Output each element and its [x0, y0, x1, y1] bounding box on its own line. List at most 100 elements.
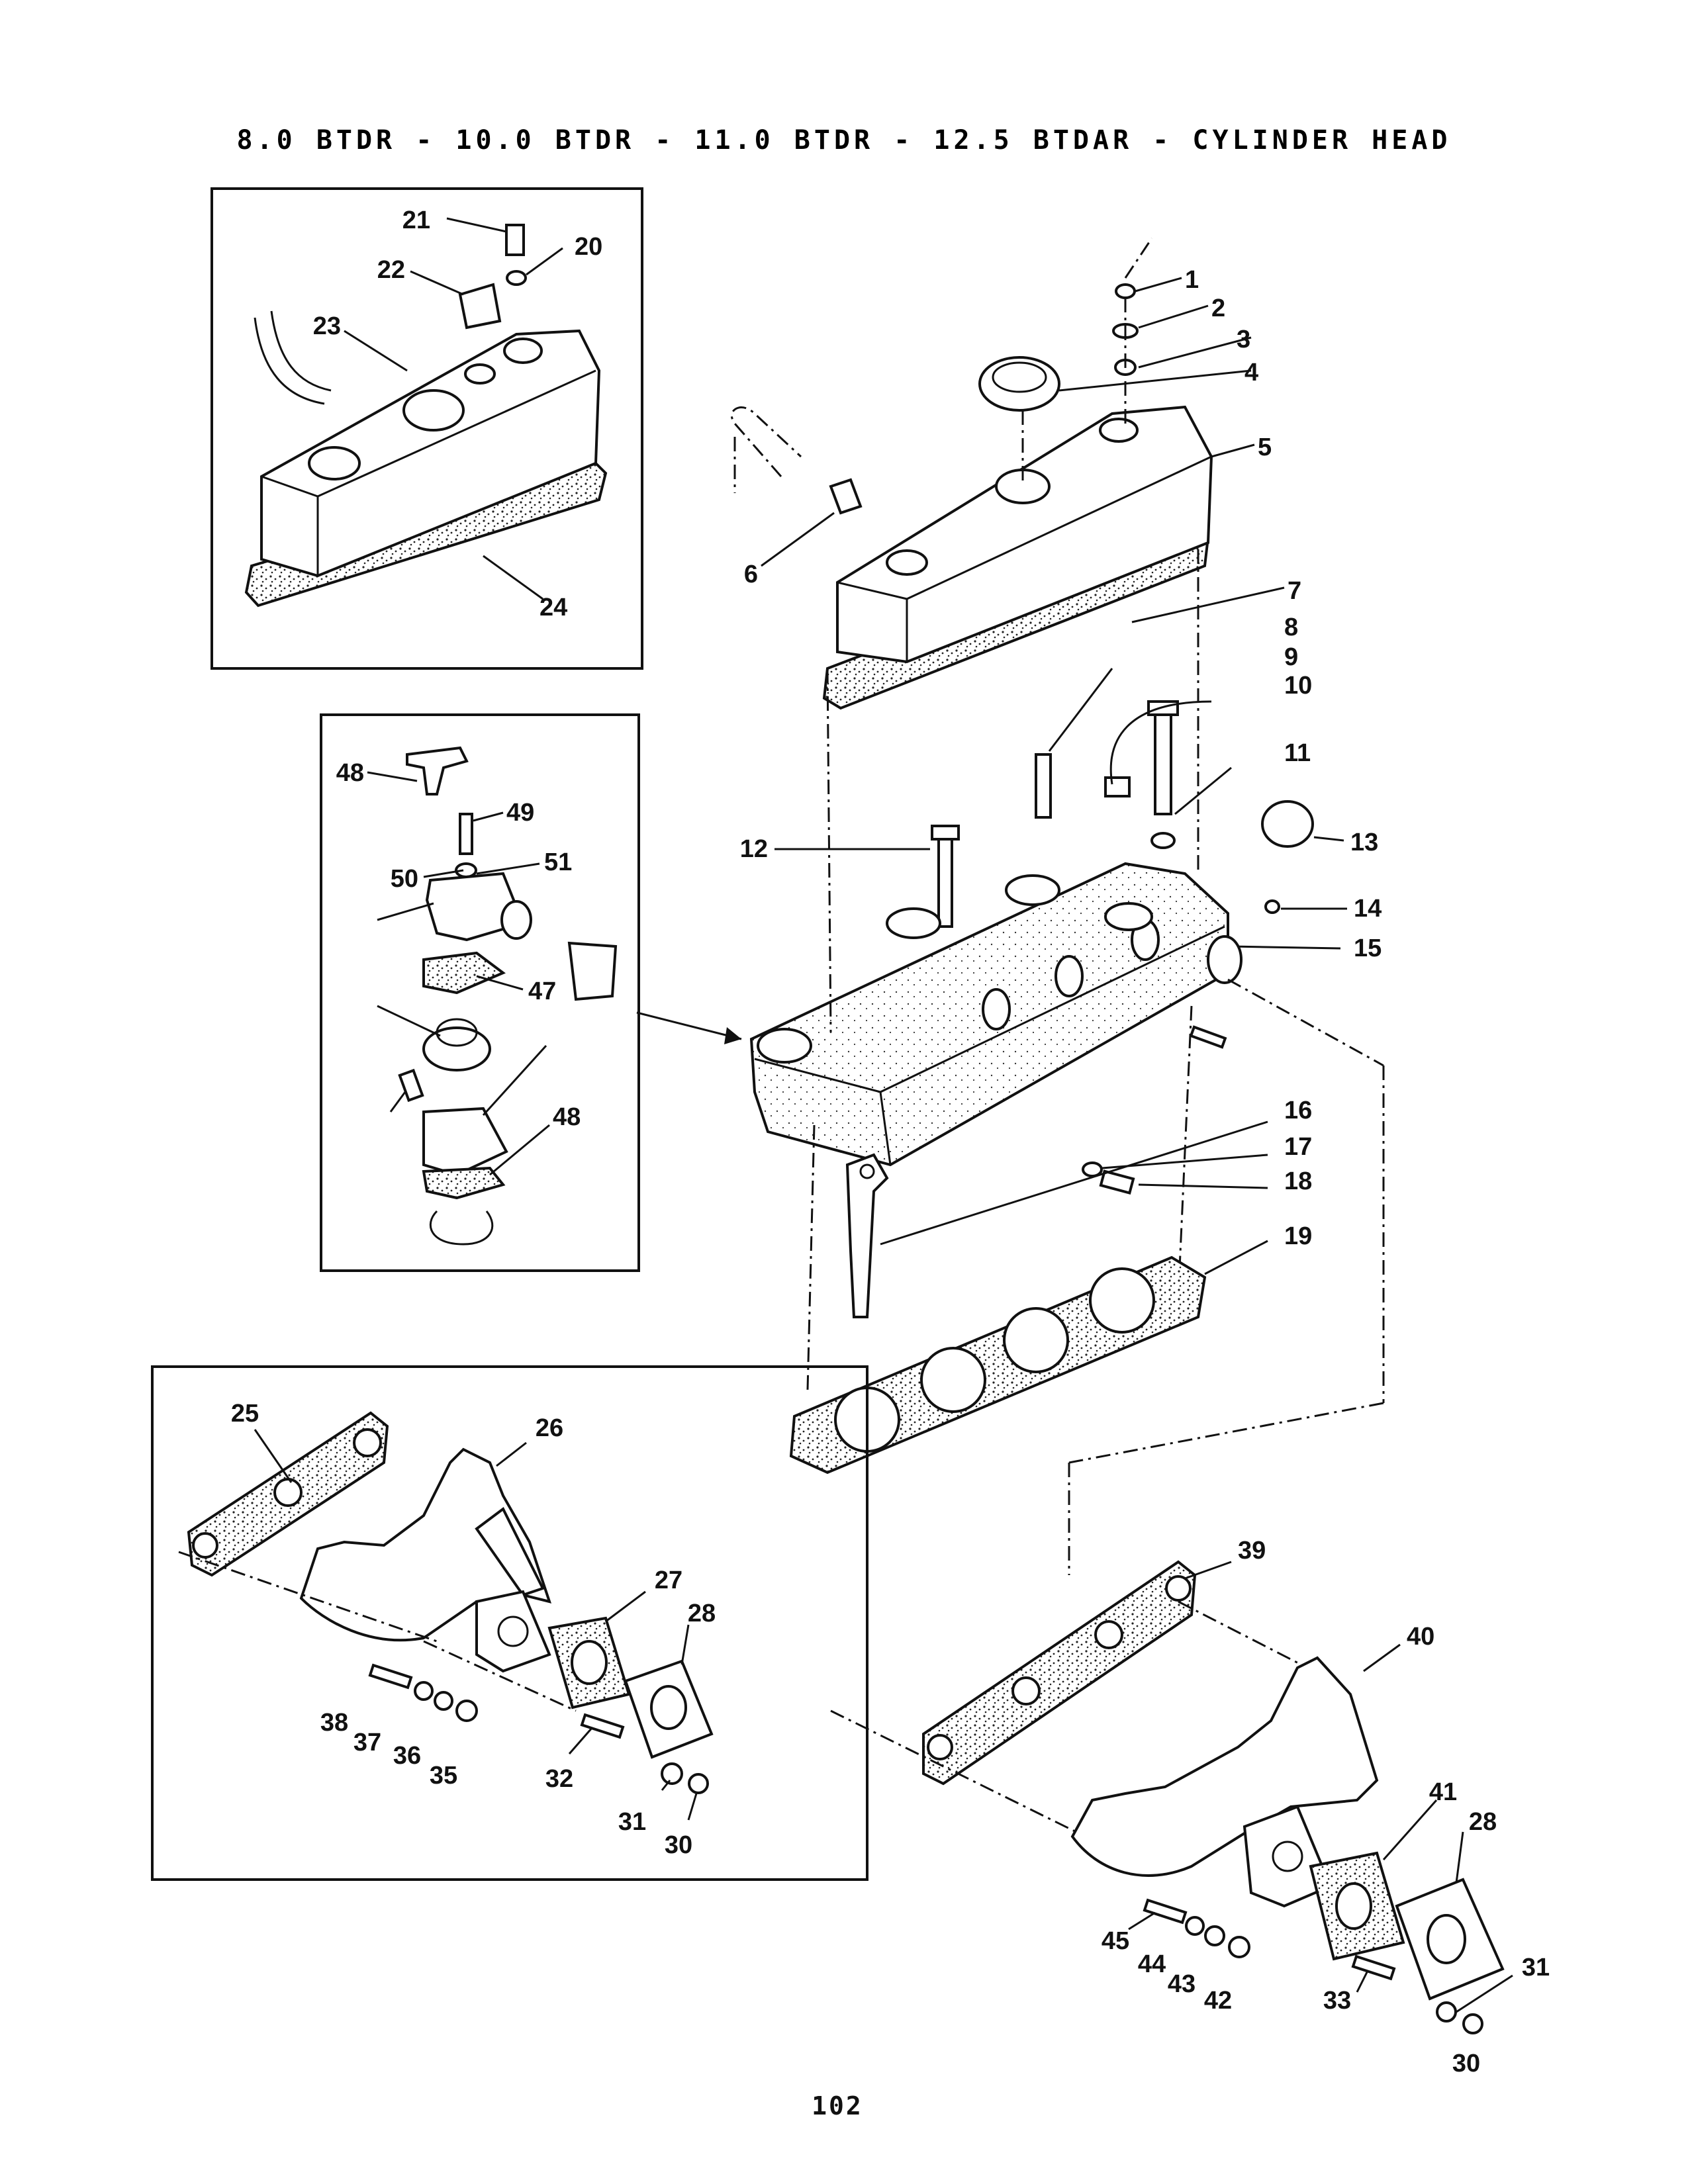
callout-6: 6	[744, 561, 758, 588]
rocker-cover-inset	[211, 187, 643, 670]
manifold-gasket-36	[922, 1560, 1197, 1786]
callout-48a: 47	[528, 978, 556, 1005]
manifold-inset	[151, 1365, 868, 1881]
callout-48b: 48	[553, 1103, 581, 1131]
cylinder-head	[636, 549, 1385, 1575]
callout-22: 22	[377, 256, 405, 284]
bracket-washer	[1082, 1161, 1103, 1177]
callout-33: 36	[393, 1742, 421, 1770]
callout-21: 21	[402, 206, 430, 234]
head-bolt-12	[937, 833, 953, 928]
callout-41: 44	[1138, 1950, 1166, 1978]
callout-7: 7	[1288, 577, 1301, 605]
callout-9: 9	[1284, 643, 1298, 671]
valve-cover	[836, 405, 1213, 664]
page-number: 102	[812, 2091, 863, 2120]
callout-28a: 28	[688, 1600, 716, 1627]
callout-35: 38	[320, 1709, 348, 1737]
callouts-inset-1: 21 20 22 23 24	[313, 206, 603, 621]
callout-19: 19	[1284, 1222, 1312, 1250]
bolt-washer	[1150, 832, 1176, 849]
manifold-37	[1070, 1656, 1379, 1877]
callout-17: 17	[1284, 1133, 1312, 1161]
callout-12: 12	[740, 835, 768, 863]
callout-30b: 31	[1522, 1954, 1550, 1981]
callout-2: 2	[1211, 295, 1225, 322]
dowel-pin	[1035, 753, 1052, 819]
callout-40: 43	[1168, 1970, 1196, 1998]
callout-1: 1	[1185, 266, 1199, 294]
callout-32: 35	[430, 1762, 457, 1790]
oil-filler-cap	[458, 283, 502, 330]
callout-29a: 30	[665, 1831, 692, 1859]
callout-27: 27	[655, 1567, 682, 1594]
head-gasket	[789, 1240, 1268, 1475]
callout-24: 24	[539, 594, 567, 621]
bracket-bolt	[1099, 1169, 1135, 1195]
callout-3: 3	[1237, 326, 1250, 353]
dowel-ring	[1104, 776, 1131, 797]
callout-28b: 28	[1469, 1808, 1497, 1836]
thermostat-housing	[425, 872, 525, 942]
callout-37: 40	[1407, 1623, 1434, 1651]
housing-gasket-48a	[422, 951, 506, 995]
callout-29b: 30	[1452, 2050, 1480, 2077]
bleed-screw	[398, 1068, 424, 1103]
callout-42: 45	[1102, 1927, 1129, 1955]
callout-45: 50	[391, 865, 418, 893]
callout-30a: 31	[618, 1808, 646, 1836]
callout-13: 13	[1350, 829, 1378, 856]
callout-39: 42	[1204, 1987, 1232, 2015]
housing-base	[422, 1107, 508, 1177]
callouts-inset-2: 48 49 50 51 47 48	[336, 759, 581, 1131]
water-hose	[567, 941, 618, 1001]
callout-26: 26	[536, 1414, 563, 1442]
callout-4: 4	[1244, 359, 1258, 387]
lifting-bracket-group	[845, 1120, 1268, 1318]
callout-5: 5	[1258, 433, 1272, 461]
cover-washer	[506, 270, 527, 286]
callout-8: 8	[1284, 614, 1298, 641]
cover-nut	[1115, 283, 1136, 299]
callout-23: 23	[313, 312, 341, 340]
callout-43: 48	[336, 759, 364, 787]
breather-elbow	[829, 478, 863, 515]
head-stud	[1189, 1025, 1227, 1049]
callout-44: 49	[506, 799, 534, 827]
callouts-bracket: 16 17 18	[1284, 1097, 1312, 1195]
callout-25: 25	[231, 1400, 259, 1428]
cover-bolt	[505, 224, 525, 256]
core-plug	[1261, 800, 1314, 848]
callout-15: 15	[1354, 934, 1382, 962]
callout-20: 20	[575, 233, 602, 261]
temp-sender	[406, 746, 469, 796]
lifting-bracket	[845, 1153, 889, 1318]
callout-36: 39	[1238, 1537, 1266, 1565]
housing-bolt	[459, 813, 473, 855]
manifold-26	[299, 1447, 552, 1642]
callouts-head-fasteners: 8 9 10 11 12 13 14 15	[740, 614, 1382, 962]
callouts-inset-3: 25 26 27 28 38 37 36 35 32 31 30	[231, 1400, 716, 1859]
page-title: 8.0 BTDR - 10.0 BTDR - 11.0 BTDR - 12.5 …	[236, 125, 1451, 156]
callout-18: 18	[1284, 1167, 1312, 1195]
callout-14: 14	[1354, 895, 1382, 923]
callout-31a: 32	[545, 1765, 573, 1793]
head-fasteners	[774, 668, 1347, 950]
callout-11: 11	[1284, 739, 1311, 767]
callout-38: 41	[1429, 1778, 1457, 1806]
callouts-main-upper: 1 2 3 4 5 6 7	[744, 266, 1301, 605]
callout-10: 10	[1284, 672, 1312, 700]
main-valve-cover-assembly	[730, 238, 1285, 710]
plug-14	[1264, 899, 1280, 914]
filler-cap	[978, 356, 1060, 412]
callout-46: 51	[544, 848, 572, 876]
head-bolt-10	[1154, 707, 1172, 815]
rocker-cover	[260, 329, 601, 578]
callout-16: 16	[1284, 1097, 1312, 1124]
callout-31b: 33	[1323, 1987, 1351, 2015]
thermostat	[422, 1026, 491, 1071]
manifold-assembly-right	[830, 1560, 1513, 2034]
callouts-right-manifold: 39 40 41 28 45 44 43 42 33 31 30	[1102, 1537, 1550, 2077]
thermostat-inset	[320, 713, 640, 1272]
